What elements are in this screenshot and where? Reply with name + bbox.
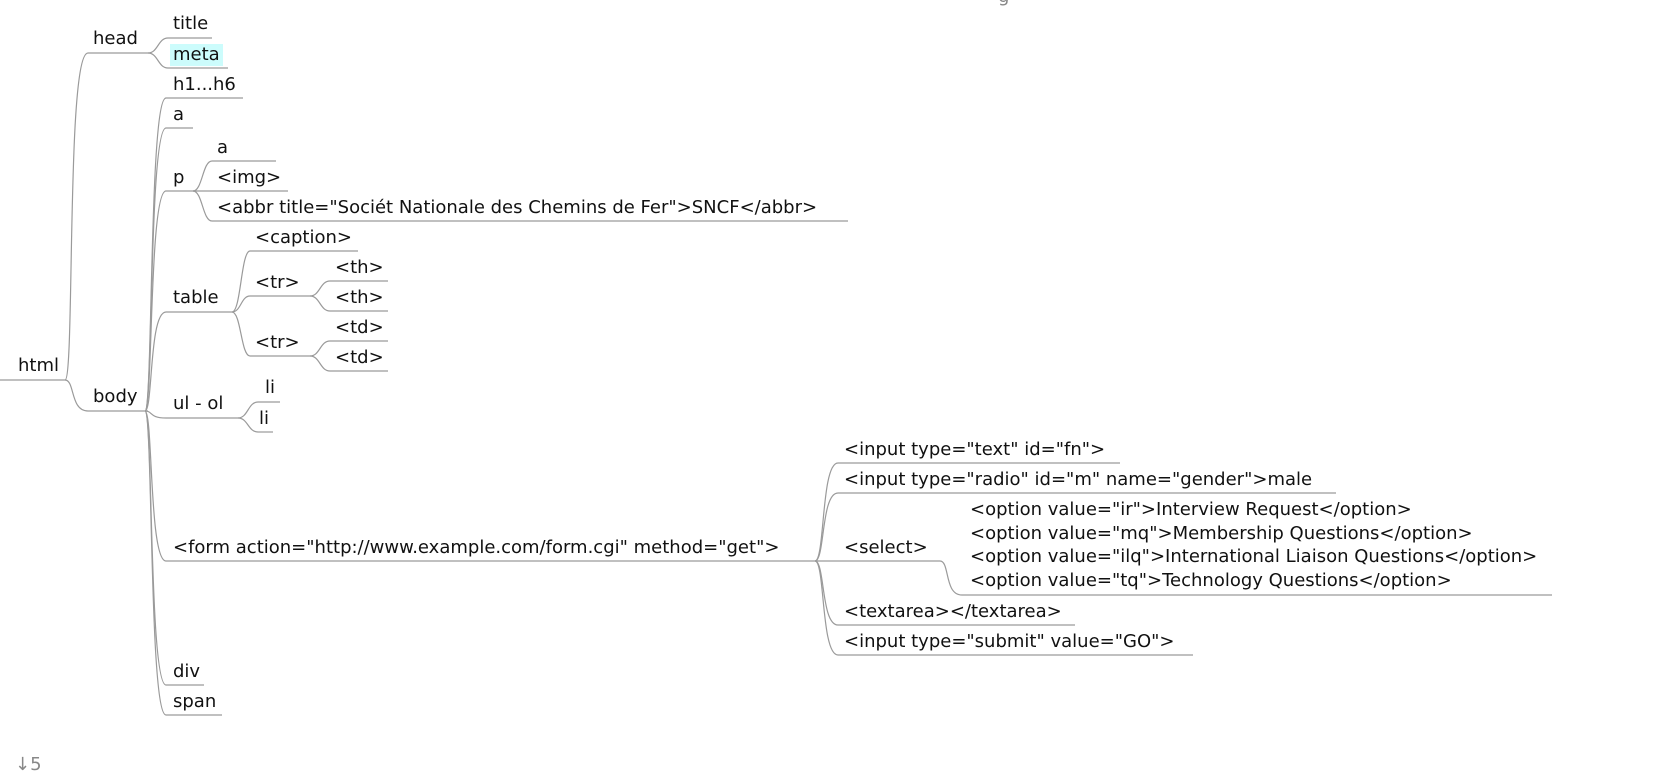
node-td-2[interactable]: <td> [335,347,384,368]
node-head[interactable]: head [93,28,138,49]
node-body[interactable]: body [93,386,138,407]
connector-line [237,401,259,419]
connector-line [231,311,251,357]
node-div[interactable]: div [173,661,201,682]
connector-line [814,492,839,562]
node-a[interactable]: a [173,104,185,125]
connector-line [309,295,331,312]
option-line[interactable]: <option value="mq">Membership Questions<… [970,523,1473,544]
node-select[interactable]: <select> [844,537,928,558]
node-tr-1[interactable]: <tr> [255,272,300,293]
node-p-a[interactable]: a [217,137,229,158]
node-meta[interactable]: meta [170,44,223,66]
node-table[interactable]: table [173,287,219,308]
node-input-radio[interactable]: <input type="radio" id="m" name="gender"… [844,469,1313,490]
node-span[interactable]: span [173,691,217,712]
connector-line [144,410,167,419]
connector-line [64,52,89,381]
node-form[interactable]: <form action="http://www.example.com/for… [173,537,780,558]
connector-line [939,560,963,596]
option-line[interactable]: <option value="ilq">International Liaiso… [970,546,1538,567]
node-th-2[interactable]: <th> [335,287,384,308]
node-li-2[interactable]: li [259,408,270,429]
connector-line [814,560,839,656]
node-title[interactable]: title [173,13,209,34]
connector-line [237,417,259,433]
node-html[interactable]: html [18,355,60,376]
node-input-submit[interactable]: <input type="submit" value="GO"> [844,631,1175,652]
connector-line [192,160,213,192]
connector-line [144,410,167,562]
connector-line [309,355,331,372]
node-caption[interactable]: <caption> [255,227,352,248]
option-line[interactable]: <option value="ir">Interview Request</op… [970,499,1412,520]
connector-line [144,410,167,716]
node-li-1[interactable]: li [265,377,276,398]
node-td-1[interactable]: <td> [335,317,384,338]
connector-line [147,52,169,69]
connector-line [144,97,167,412]
node-h1-h6[interactable]: h1...h6 [173,74,236,95]
connector-line [231,295,251,313]
connector-line [144,311,167,412]
connector-line [64,379,89,412]
node-th-1[interactable]: <th> [335,257,384,278]
connector-line [309,340,331,357]
connector-line [814,560,839,626]
connector-line [147,37,169,54]
clipped-top-glyph: g [998,0,1009,8]
connector-line [309,280,331,297]
connector-line [814,462,839,562]
option-line[interactable]: <option value="tq">Technology Questions<… [970,570,1452,591]
connector-line [192,190,213,222]
node-img[interactable]: <img> [217,167,282,188]
node-ul-ol[interactable]: ul - ol [173,393,224,414]
connector-line [231,250,251,313]
node-tr-2[interactable]: <tr> [255,332,300,353]
clipped-bottom-glyph: ↓5 [15,754,42,775]
connector-line [144,190,167,412]
node-p[interactable]: p [173,167,185,188]
node-input-text[interactable]: <input type="text" id="fn"> [844,439,1106,460]
node-abbr[interactable]: <abbr title="Sociét Nationale des Chemin… [217,197,818,218]
node-textarea[interactable]: <textarea></textarea> [844,601,1062,622]
